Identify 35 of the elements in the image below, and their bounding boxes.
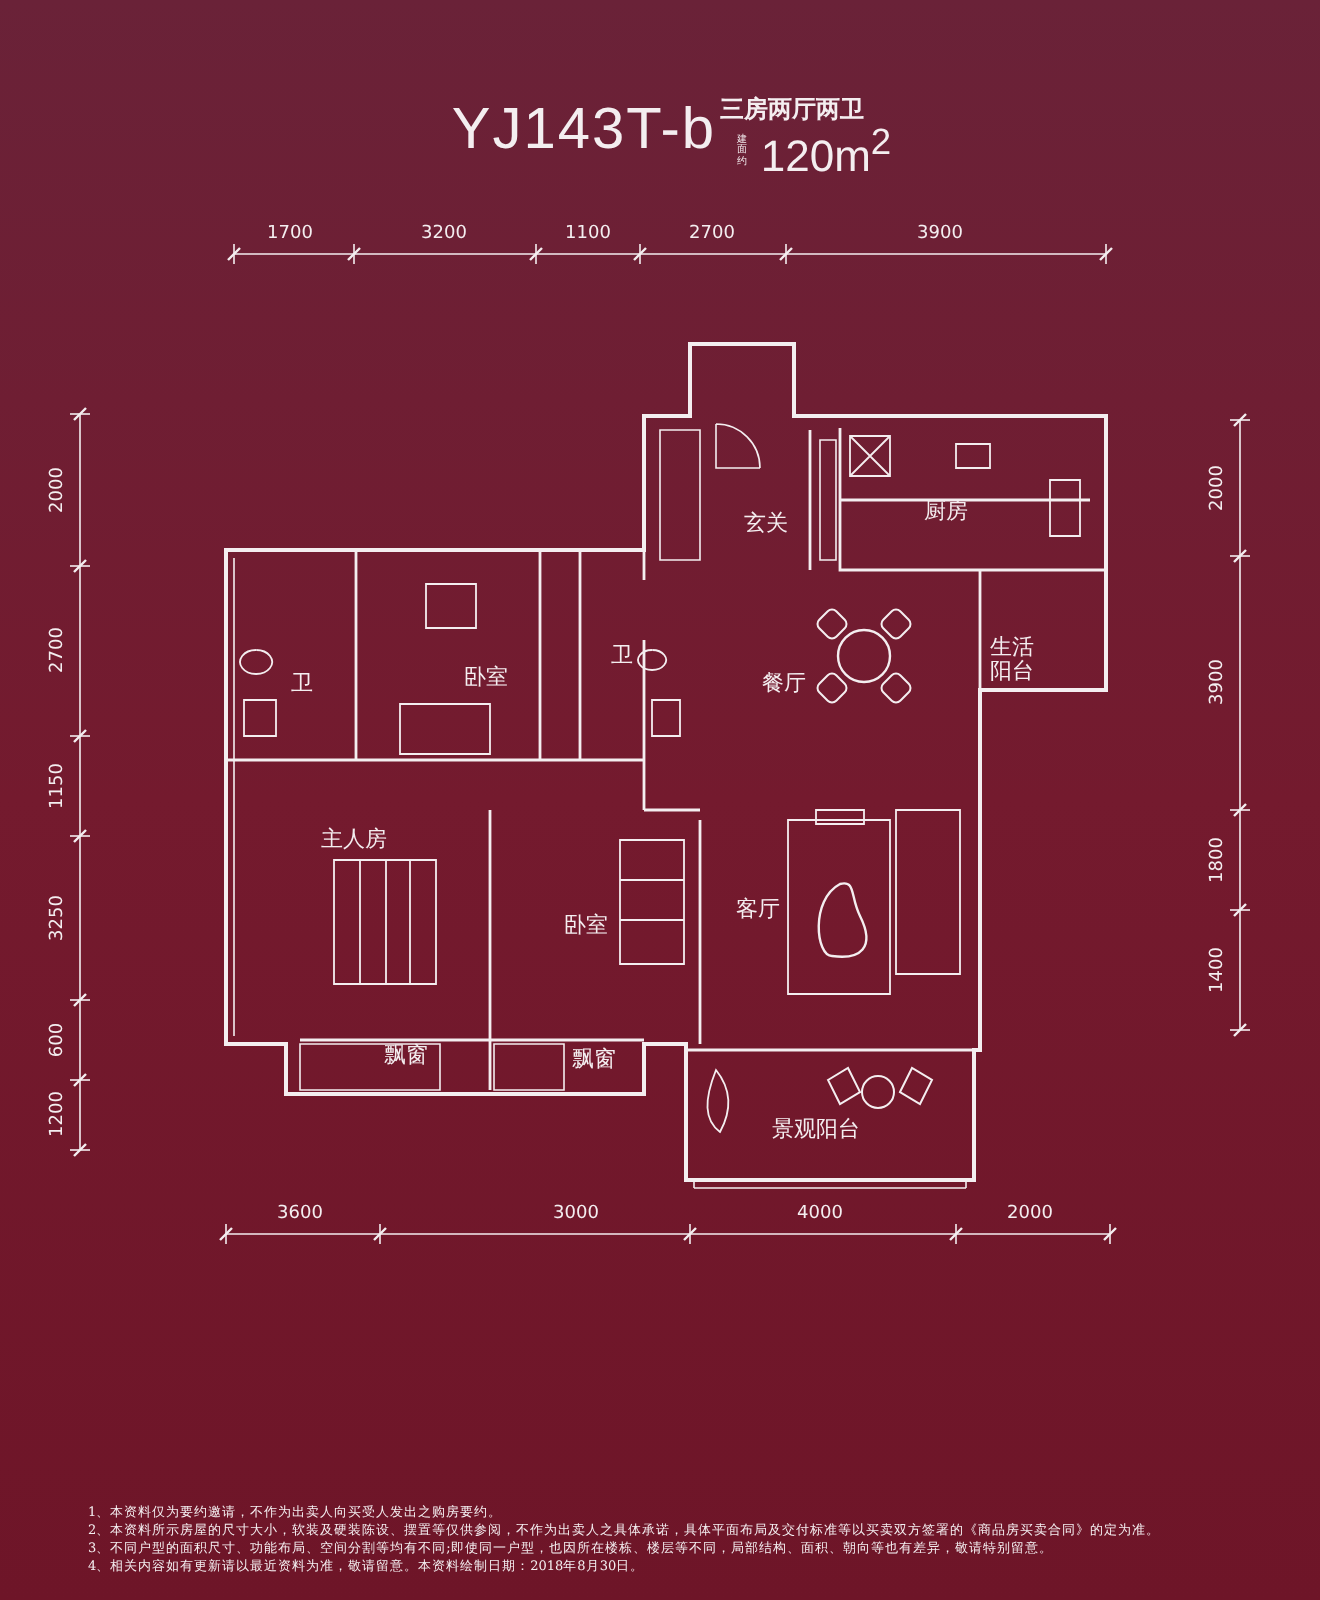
dimension-label: 2700	[50, 627, 70, 673]
dimension-label: 3900	[1210, 659, 1230, 705]
room-label: 主人房	[321, 827, 387, 853]
dimension-label: 1100	[565, 226, 611, 246]
area-value: 120m$^{2}$	[760, 122, 892, 182]
dimension-label: 1800	[1210, 837, 1230, 883]
dimension-label: 2000	[50, 467, 70, 513]
room-label: 飘窗	[384, 1043, 428, 1069]
dimension-label: 2000	[1007, 1206, 1053, 1226]
room-label: 玄关	[744, 511, 788, 537]
room-label: 生活阳台	[988, 635, 1036, 685]
dimension-label: 4000	[797, 1206, 843, 1226]
room-label: 景观阳台	[772, 1117, 860, 1143]
dimension-label: 1400	[1210, 947, 1230, 993]
room-label: 飘窗	[572, 1047, 616, 1073]
room-label: 餐厅	[762, 671, 806, 697]
dimension-label: 1200	[50, 1091, 70, 1137]
room-label: 客厅	[736, 897, 780, 923]
room-label: 卧室	[564, 913, 608, 939]
dimension-label: 3250	[50, 895, 70, 941]
room-label: 卫	[291, 671, 313, 697]
room-label: 卫	[611, 643, 633, 669]
dimension-label: 3600	[277, 1206, 323, 1226]
room-label: 卧室	[464, 665, 508, 691]
plan-title: YJ143T-b	[451, 100, 717, 164]
dimension-label: 600	[50, 1022, 70, 1058]
dimension-label: 3000	[553, 1206, 599, 1226]
dimension-label: 1150	[50, 763, 70, 809]
layout-label: 三房两厅两卫	[720, 96, 864, 124]
room-label: 厨房	[924, 499, 968, 525]
dimension-label: 3900	[917, 226, 963, 246]
dimension-label: 1700	[267, 226, 313, 246]
dimension-label: 2000	[1210, 465, 1230, 511]
dimension-label: 3200	[421, 226, 467, 246]
dimension-label: 2700	[689, 226, 735, 246]
